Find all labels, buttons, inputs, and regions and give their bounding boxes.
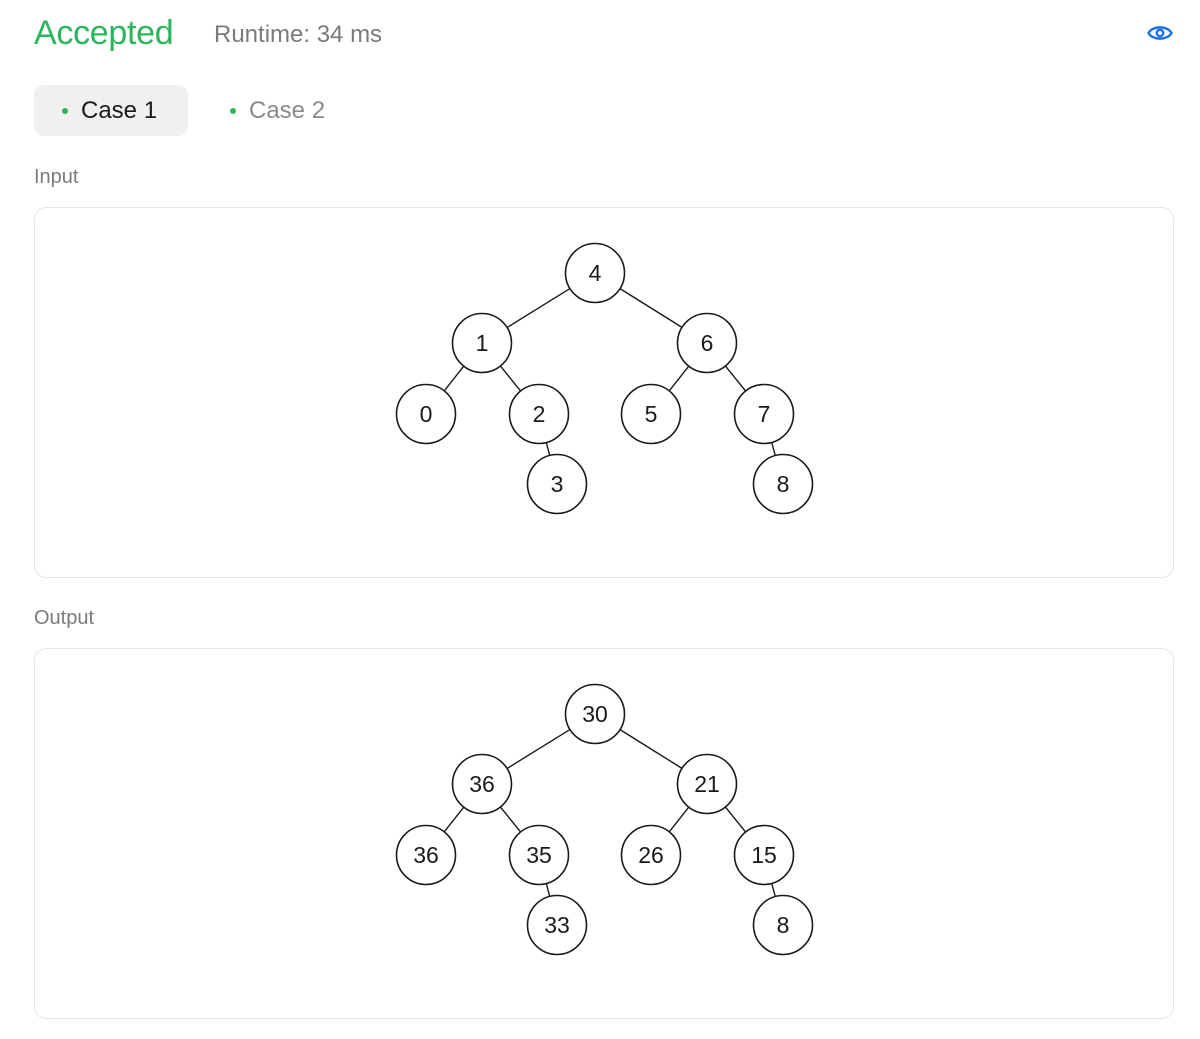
tab-case-1[interactable]: Case 1: [34, 85, 188, 136]
output-tree-node-circle: [508, 824, 570, 886]
result-header: Accepted Runtime: 34 ms: [34, 12, 1174, 56]
output-tree-edge: [771, 883, 776, 897]
input-tree-edge: [545, 442, 551, 456]
input-tree-node-label: 2: [533, 401, 546, 427]
output-tree-node: 36: [395, 824, 457, 886]
input-tree-node: 0: [395, 383, 457, 445]
output-tree-edge: [619, 729, 683, 769]
tab-case-2[interactable]: Case 2: [214, 85, 364, 136]
output-tree-node-label: 8: [777, 912, 790, 938]
output-tree-node-circle: [752, 894, 814, 956]
input-tree-node: 3: [526, 453, 588, 515]
input-tree-node-circle: [620, 383, 682, 445]
output-tree-edge: [506, 728, 571, 770]
output-tree-node-label: 21: [694, 771, 720, 797]
input-tree-node: 1: [451, 312, 513, 374]
input-tree-node-circle: [733, 383, 795, 445]
eye-icon[interactable]: [1146, 20, 1174, 46]
input-tree-edge: [506, 287, 571, 329]
tab-label: Case 1: [81, 96, 158, 124]
input-tree-edge: [771, 442, 776, 456]
input-tree-edge: [619, 288, 683, 328]
output-tree-node: 30: [564, 683, 626, 745]
tab-label: Case 2: [249, 96, 326, 124]
input-tree-node: 5: [620, 383, 682, 445]
input-tree-edge: [724, 365, 747, 392]
input-tree-node-label: 7: [758, 401, 771, 427]
output-tree-node-circle: [620, 824, 682, 886]
output-panel: 30 36 21 36 35 26 15 33 8: [34, 648, 1174, 1019]
output-tree-node: 8: [752, 894, 814, 956]
input-tree-node-circle: [564, 242, 626, 304]
output-tree-node: 35: [508, 824, 570, 886]
output-tree-node: 26: [620, 824, 682, 886]
input-tree-node-label: 4: [589, 260, 602, 286]
passed-dot-icon: [230, 107, 236, 114]
output-label: Output: [34, 607, 95, 629]
output-tree-edge: [499, 806, 522, 833]
output-tree-node-circle: [733, 824, 795, 886]
input-tree-node-circle: [451, 312, 513, 374]
input-tree-node-label: 0: [420, 401, 433, 427]
output-tree-node-label: 30: [582, 701, 608, 727]
output-tree-edge: [668, 806, 690, 833]
output-tree-node-label: 35: [526, 842, 552, 868]
passed-dot-icon: [62, 107, 68, 114]
output-tree-node-label: 26: [638, 842, 664, 868]
input-tree-node: 4: [564, 242, 626, 304]
input-tree-node: 8: [752, 453, 814, 515]
input-tree-node-circle: [752, 453, 814, 515]
output-tree-node: 21: [676, 753, 738, 815]
output-tree-edge: [724, 806, 747, 833]
output-tree-node-label: 15: [751, 842, 777, 868]
input-tree-edge: [668, 365, 690, 392]
input-label: Input: [34, 166, 79, 188]
output-tree-node-label: 33: [544, 912, 570, 938]
input-tree-node-circle: [526, 453, 588, 515]
output-tree-diagram: 30 36 21 36 35 26 15 33 8: [395, 683, 814, 956]
input-tree-node: 2: [508, 383, 570, 445]
input-tree-diagram: 4 1 6 0 2 5 7 3 8: [395, 242, 814, 515]
input-tree-node: 7: [733, 383, 795, 445]
output-tree-node: 15: [733, 824, 795, 886]
output-tree-node: 33: [526, 894, 588, 956]
output-tree-node: 36: [451, 753, 513, 815]
output-tree-node-label: 36: [469, 771, 495, 797]
output-tree-edge: [545, 883, 551, 897]
input-tree-node-circle: [508, 383, 570, 445]
input-tree-node-label: 5: [645, 401, 658, 427]
input-tree-node-label: 3: [551, 471, 564, 497]
status-accepted: Accepted: [34, 14, 174, 52]
runtime-text: Runtime: 34 ms: [214, 21, 383, 48]
input-tree-node-label: 8: [777, 471, 790, 497]
output-tree-node-circle: [564, 683, 626, 745]
output-tree-node-circle: [395, 824, 457, 886]
input-tree-edge: [499, 365, 522, 392]
input-tree-node-label: 1: [476, 330, 489, 356]
input-tree-node-label: 6: [701, 330, 714, 356]
output-tree-node-circle: [451, 753, 513, 815]
output-tree-node-label: 36: [413, 842, 439, 868]
input-tree-edge: [443, 365, 465, 392]
input-panel: 4 1 6 0 2 5 7 3 8: [34, 207, 1174, 578]
input-tree-node-circle: [395, 383, 457, 445]
output-tree-edge: [443, 806, 465, 833]
input-tree-node-circle: [676, 312, 738, 374]
input-tree-node: 6: [676, 312, 738, 374]
output-tree-node-circle: [526, 894, 588, 956]
output-tree-node-circle: [676, 753, 738, 815]
